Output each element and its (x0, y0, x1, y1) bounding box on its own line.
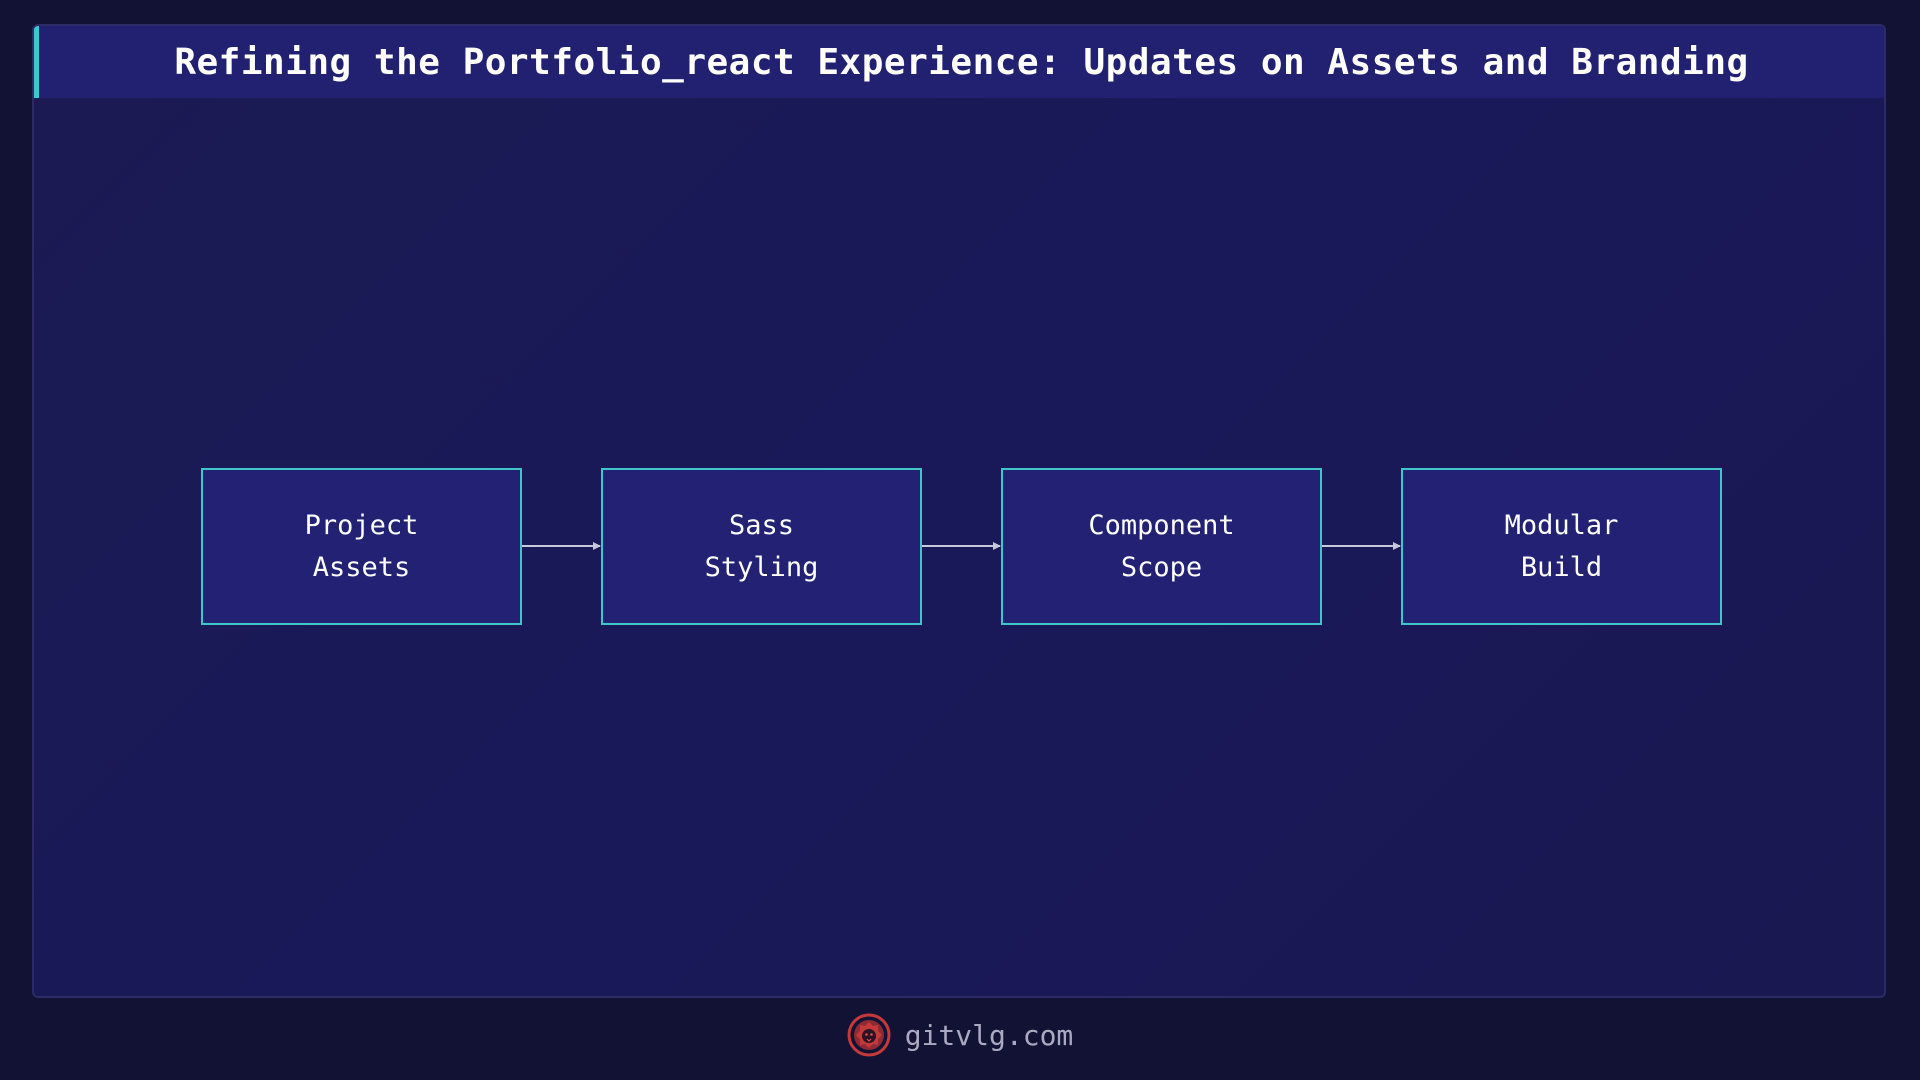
flow-diagram: Project Assets Sass Styling Component Sc… (34, 26, 1884, 996)
title-bar: Refining the Portfolio_react Experience:… (34, 26, 1884, 98)
footer: gitvlg.com (0, 1010, 1920, 1060)
site-url[interactable]: gitvlg.com (904, 1018, 1074, 1052)
node-modular-build: Modular Build (1401, 468, 1722, 625)
page-title: Refining the Portfolio_react Experience:… (174, 41, 1749, 83)
node-label: Component Scope (1088, 509, 1235, 583)
arrow-layer (522, 542, 1401, 550)
diagram-panel: Refining the Portfolio_react Experience:… (32, 24, 1886, 998)
node-label: Modular Build (1504, 509, 1619, 583)
node-component-scope: Component Scope (1001, 468, 1322, 625)
lion-head-icon (847, 1013, 891, 1057)
node-label: Sass Styling (704, 509, 819, 583)
node-label: Project Assets (304, 509, 419, 583)
node-project-assets: Project Assets (201, 468, 522, 625)
node-sass-styling: Sass Styling (601, 468, 922, 625)
